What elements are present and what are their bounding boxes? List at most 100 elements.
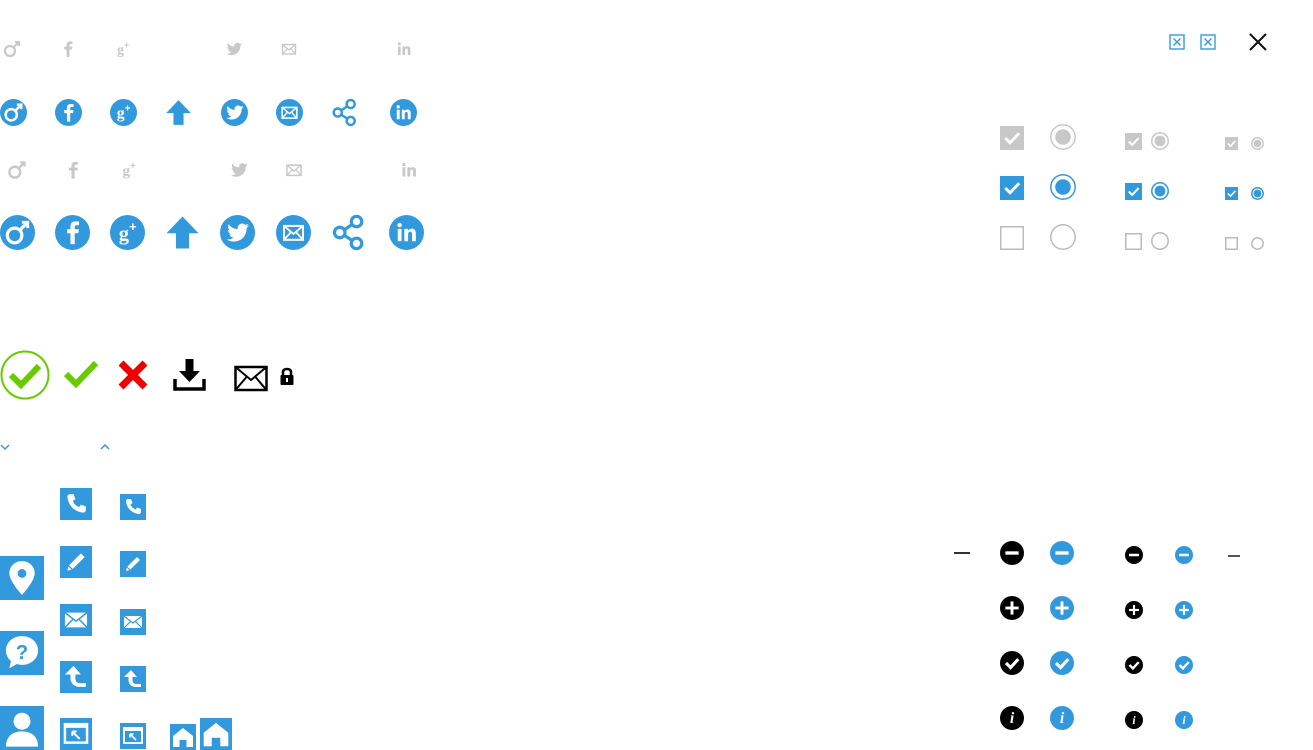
phone-icon[interactable]	[60, 488, 92, 520]
facebook-icon[interactable]	[56, 37, 80, 61]
info-icon[interactable]: i	[1000, 706, 1024, 730]
svg-text:+: +	[129, 219, 137, 234]
lock-icon	[279, 366, 295, 386]
plus-icon[interactable]	[1175, 601, 1193, 619]
plus-icon[interactable]	[1000, 596, 1024, 620]
help-bubble-icon[interactable]: ?	[0, 631, 44, 675]
info-icon[interactable]: i	[1175, 711, 1193, 729]
home-icon[interactable]	[170, 724, 196, 750]
close-box-icon[interactable]	[1169, 34, 1185, 50]
linkedin-icon[interactable]	[389, 215, 424, 250]
google-plus-icon[interactable]: g +	[110, 215, 145, 250]
svg-text:?: ?	[16, 642, 28, 664]
close-icon[interactable]	[1248, 32, 1268, 52]
radio-unchecked[interactable]	[1251, 237, 1264, 250]
window-icon[interactable]	[120, 723, 146, 749]
twitter-icon[interactable]	[220, 215, 255, 250]
facebook-icon[interactable]	[55, 215, 90, 250]
download-icon[interactable]	[173, 358, 206, 391]
checkbox-disabled-checked[interactable]	[1125, 133, 1142, 150]
minus-icon[interactable]	[1050, 541, 1074, 565]
female-icon[interactable]	[4, 157, 30, 183]
pencil-icon[interactable]	[60, 546, 92, 578]
svg-text:i: i	[1132, 714, 1136, 727]
check-icon[interactable]	[1000, 651, 1024, 675]
check-icon[interactable]	[1125, 656, 1143, 674]
checkbox-unchecked[interactable]	[1000, 226, 1024, 250]
minus-icon[interactable]	[954, 552, 970, 554]
plus-icon[interactable]	[1050, 596, 1074, 620]
envelope-icon	[234, 364, 268, 392]
linkedin-icon[interactable]	[396, 157, 422, 183]
window-icon[interactable]	[60, 718, 92, 750]
cross-icon[interactable]	[118, 360, 148, 390]
linkedin-icon[interactable]	[392, 37, 416, 61]
minus-icon[interactable]	[1000, 541, 1024, 565]
check-icon	[63, 360, 99, 389]
share-icon[interactable]	[331, 214, 366, 251]
radio-checked[interactable]	[1050, 174, 1076, 200]
twitter-icon[interactable]	[226, 157, 252, 183]
checkbox-unchecked[interactable]	[1125, 233, 1142, 250]
radio-disabled-checked[interactable]	[1050, 124, 1076, 150]
svg-text:i: i	[1182, 714, 1186, 727]
svg-text:g: g	[117, 43, 124, 58]
chevron-up-icon[interactable]	[100, 443, 110, 451]
svg-text:g: g	[117, 105, 125, 122]
radio-unchecked[interactable]	[1050, 224, 1076, 250]
reply-icon[interactable]	[120, 666, 146, 692]
check-icon[interactable]	[1175, 656, 1193, 674]
checkbox-disabled-checked[interactable]	[1225, 137, 1238, 150]
mail-icon[interactable]	[120, 609, 146, 635]
chevron-down-icon[interactable]	[0, 443, 10, 451]
facebook-icon[interactable]	[55, 99, 82, 126]
email-icon[interactable]	[276, 99, 303, 126]
twitter-icon[interactable]	[221, 99, 248, 126]
location-pin-icon[interactable]	[0, 556, 44, 600]
radio-unchecked[interactable]	[1151, 232, 1169, 250]
svg-text:+: +	[124, 40, 129, 50]
check-circle-icon	[0, 350, 50, 400]
minus-icon[interactable]	[1175, 546, 1193, 564]
checkbox-checked[interactable]	[1000, 176, 1024, 200]
google-plus-icon[interactable]: g +	[116, 157, 142, 183]
info-icon[interactable]: i	[1125, 711, 1143, 729]
check-icon[interactable]	[1050, 651, 1074, 675]
info-icon[interactable]: i	[1050, 706, 1074, 730]
twitter-icon[interactable]	[222, 37, 246, 61]
checkbox-disabled-checked[interactable]	[1000, 126, 1024, 150]
up-arrow-icon[interactable]	[165, 99, 192, 126]
plus-icon[interactable]	[1125, 601, 1143, 619]
female-icon[interactable]	[0, 37, 24, 61]
google-plus-icon[interactable]: g +	[110, 99, 137, 126]
mail-icon[interactable]	[60, 604, 92, 636]
svg-text:+: +	[125, 103, 131, 114]
radio-checked[interactable]	[1151, 182, 1169, 200]
radio-disabled-checked[interactable]	[1151, 132, 1169, 150]
close-box-icon[interactable]	[1200, 34, 1216, 50]
user-icon[interactable]	[0, 706, 44, 750]
checkbox-unchecked[interactable]	[1225, 237, 1238, 250]
home-icon[interactable]	[200, 718, 232, 750]
checkbox-checked[interactable]	[1125, 183, 1142, 200]
radio-disabled-checked[interactable]	[1251, 137, 1264, 150]
pencil-icon[interactable]	[120, 551, 146, 577]
svg-text:i: i	[1010, 710, 1015, 727]
minus-icon[interactable]	[1228, 555, 1240, 557]
google-plus-icon[interactable]: g +	[111, 37, 135, 61]
minus-icon[interactable]	[1125, 546, 1143, 564]
up-arrow-icon[interactable]	[165, 215, 200, 250]
reply-icon[interactable]	[60, 661, 92, 693]
svg-text:+: +	[130, 161, 136, 172]
radio-checked[interactable]	[1251, 187, 1264, 200]
phone-icon[interactable]	[120, 494, 146, 520]
female-icon[interactable]	[0, 215, 35, 250]
female-icon[interactable]	[0, 99, 27, 126]
facebook-icon[interactable]	[60, 157, 86, 183]
email-icon[interactable]	[277, 37, 301, 61]
share-icon[interactable]	[331, 98, 358, 127]
email-icon[interactable]	[281, 157, 307, 183]
linkedin-icon[interactable]	[390, 99, 417, 126]
email-icon[interactable]	[276, 215, 311, 250]
checkbox-checked[interactable]	[1225, 187, 1238, 200]
